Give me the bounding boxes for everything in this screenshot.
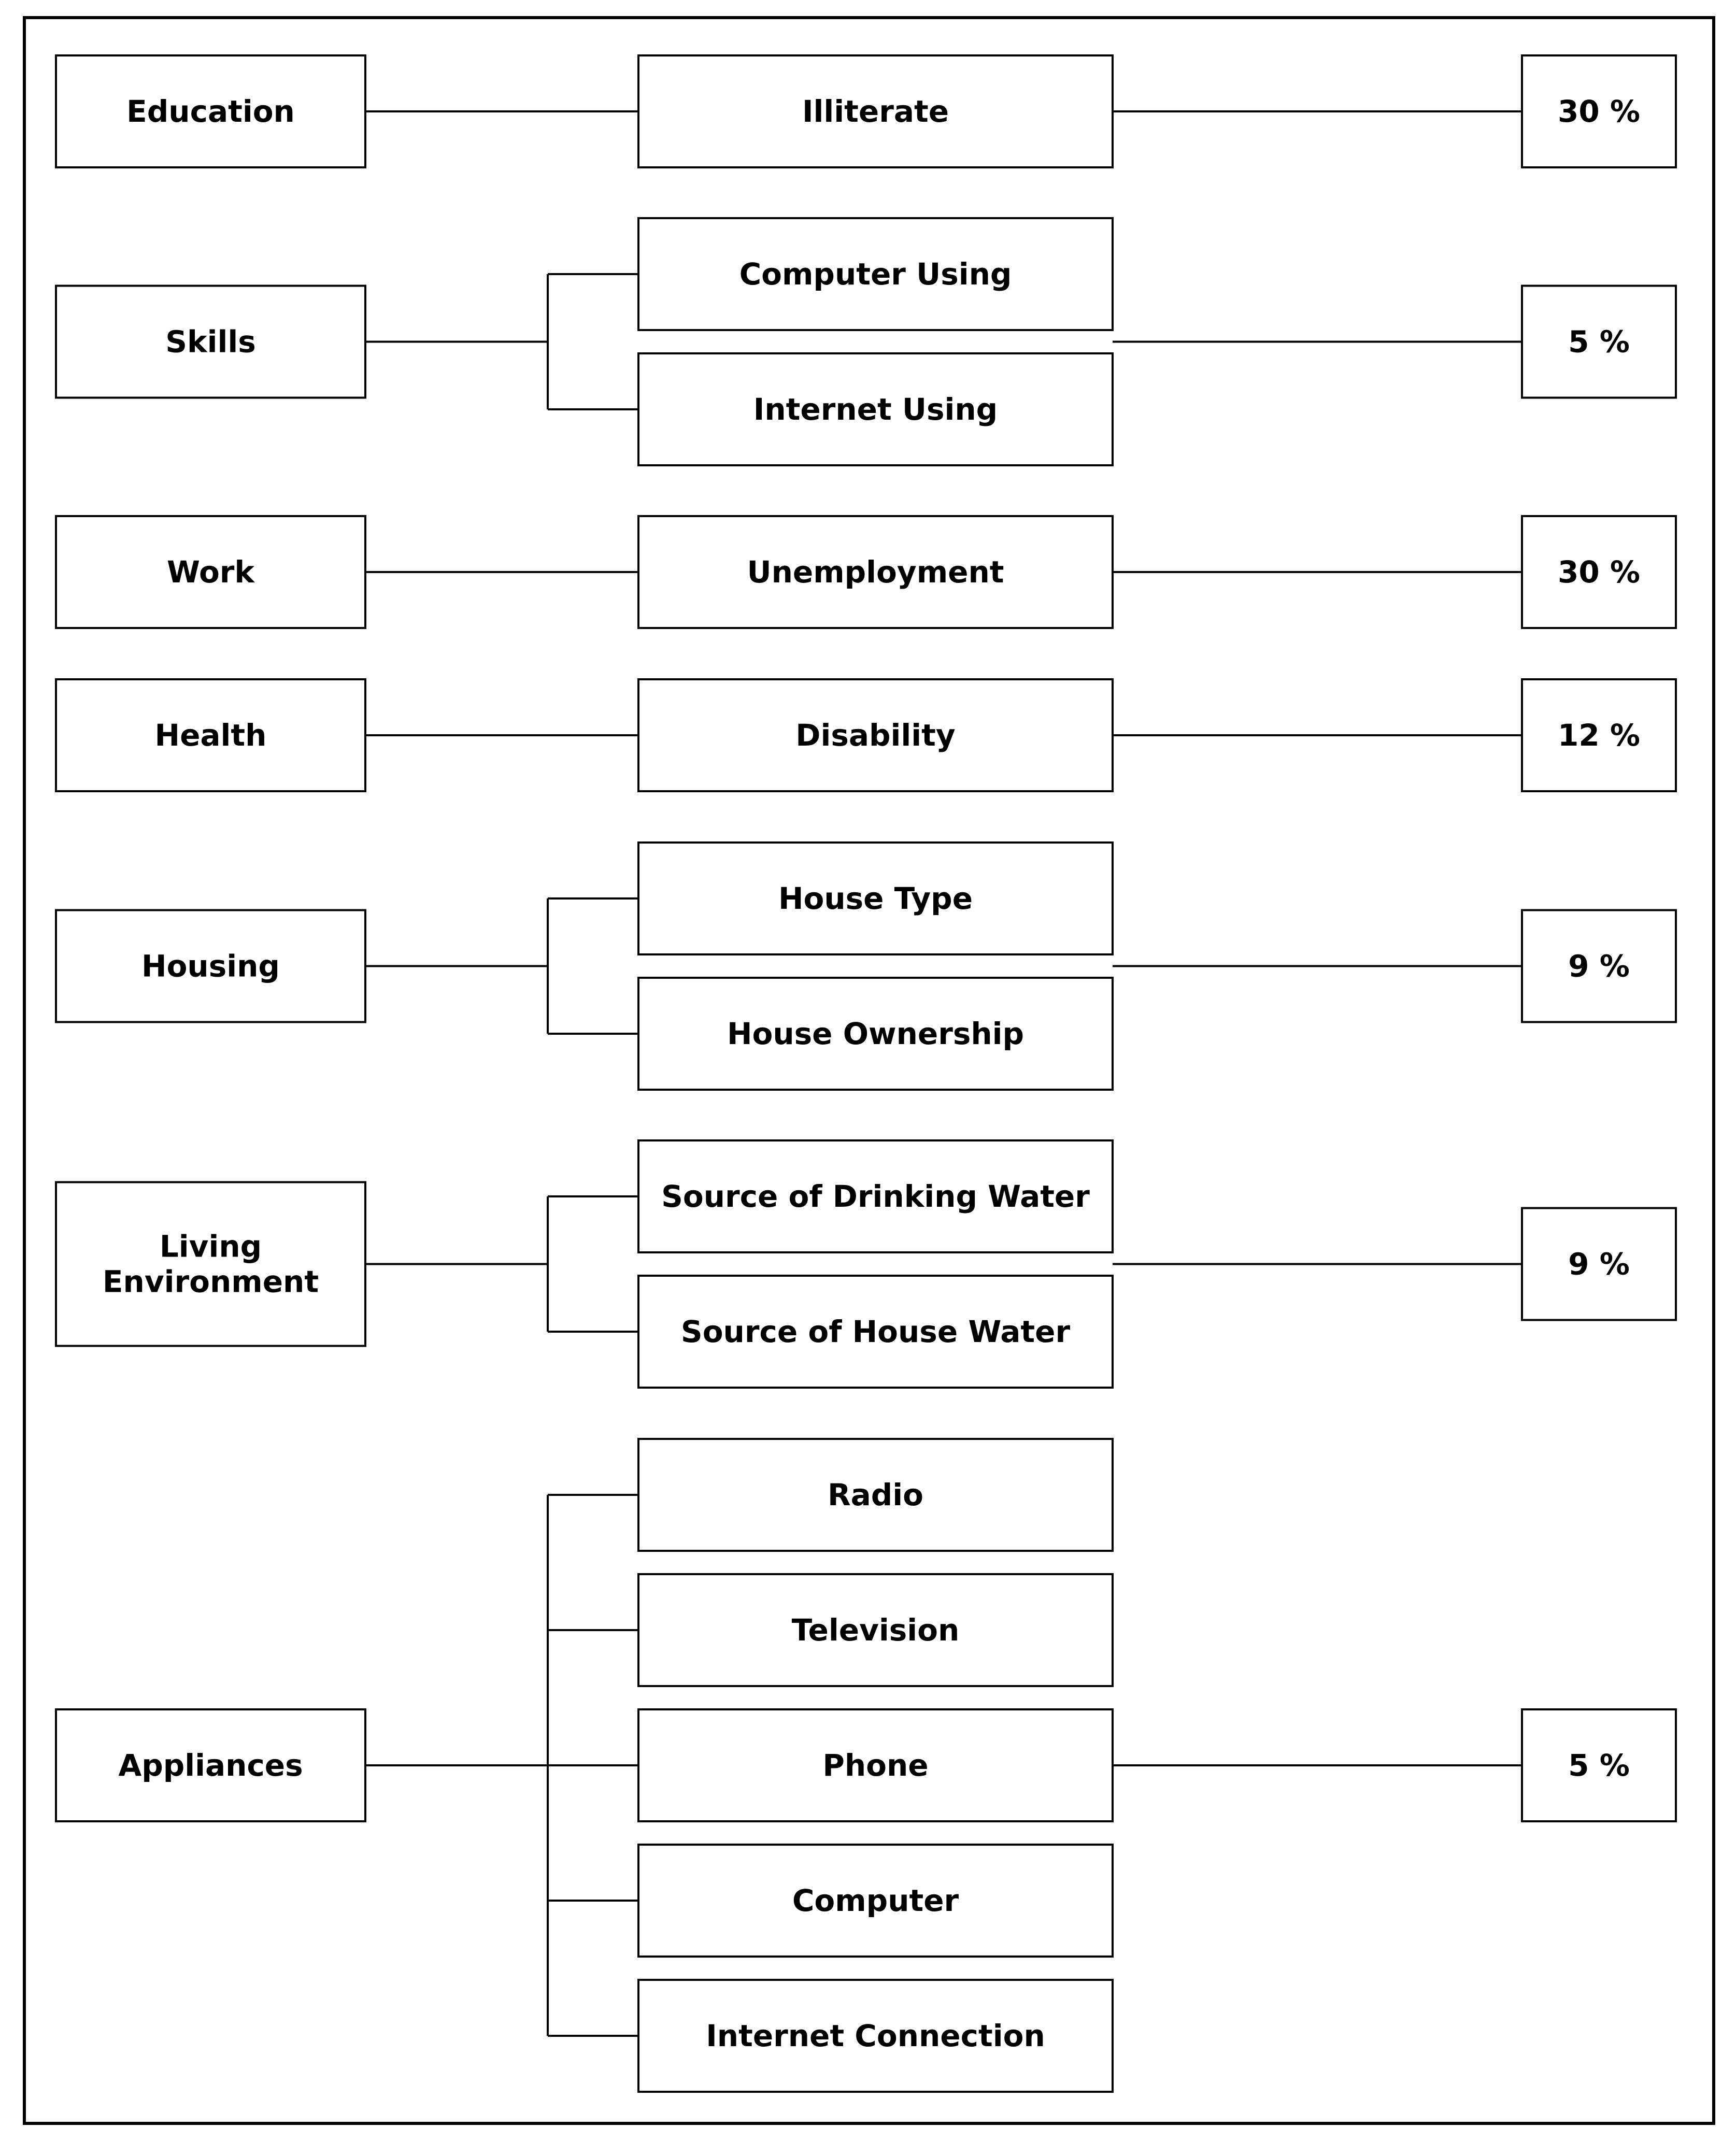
indicator-box-rect <box>637 1139 1114 1253</box>
indicator-box: Phone <box>637 1708 1114 1822</box>
weight-box-rect <box>1521 678 1677 792</box>
indicator-box-rect <box>637 1275 1114 1389</box>
category-box-rect <box>55 515 366 629</box>
category-box-label: Appliances <box>118 1748 303 1783</box>
indicator-box: Source of Drinking Water <box>637 1139 1114 1253</box>
indicator-box-rect <box>637 352 1114 466</box>
indicator-box-label: Computer Using <box>739 256 1012 292</box>
indicator-box: Internet Connection <box>637 1979 1114 2093</box>
indicator-box-rect <box>637 54 1114 168</box>
category-box-label: Environment <box>103 1264 319 1300</box>
indicator-box-rect <box>637 977 1114 1091</box>
weight-box-label: 5 % <box>1568 324 1630 360</box>
indicator-box-rect <box>637 1844 1114 1958</box>
category-box-label: Skills <box>165 324 256 360</box>
indicator-box-label: Source of Drinking Water <box>661 1179 1090 1214</box>
indicator-box: Unemployment <box>637 515 1114 629</box>
indicator-box: House Type <box>637 841 1114 955</box>
weight-box: 30 % <box>1521 54 1677 168</box>
category-box: Education <box>55 54 366 168</box>
indicator-box-rect <box>637 1708 1114 1822</box>
weight-box: 5 % <box>1521 284 1677 399</box>
category-box-label: Housing <box>141 949 280 984</box>
indicator-box: Computer Using <box>637 217 1114 331</box>
indicator-box: Television <box>637 1573 1114 1687</box>
weight-box: 9 % <box>1521 1207 1677 1321</box>
weight-box-label: 9 % <box>1568 949 1630 984</box>
indicator-box-label: Illiterate <box>802 94 949 129</box>
weight-box-rect <box>1521 1708 1677 1822</box>
category-box: Skills <box>55 284 366 399</box>
category-box-rect <box>55 54 366 168</box>
category-box-rect <box>55 909 366 1023</box>
indicator-box-rect <box>637 1438 1114 1552</box>
indicator-box-label: Unemployment <box>747 554 1004 590</box>
category-box-label: Health <box>155 718 267 753</box>
indicator-box-label: Television <box>792 1612 960 1648</box>
weight-box-rect <box>1521 54 1677 168</box>
indicator-box-label: Internet Connection <box>706 2018 1045 2053</box>
category-box-label: Education <box>126 94 295 129</box>
indicator-box: Computer <box>637 1844 1114 1958</box>
category-box: Work <box>55 515 366 629</box>
weight-box-rect <box>1521 284 1677 399</box>
indicator-box: House Ownership <box>637 977 1114 1091</box>
weight-box-label: 5 % <box>1568 1748 1630 1783</box>
category-box-rect <box>55 678 366 792</box>
indicator-box: Disability <box>637 678 1114 792</box>
category-box-label: Living <box>160 1229 262 1264</box>
category-box: Housing <box>55 909 366 1023</box>
category-box: Health <box>55 678 366 792</box>
category-box-label: Work <box>167 554 255 590</box>
weight-box-rect <box>1521 1207 1677 1321</box>
weight-box: 5 % <box>1521 1708 1677 1822</box>
weight-box-label: 9 % <box>1568 1247 1630 1282</box>
weight-box-label: 12 % <box>1558 718 1640 753</box>
category-box-rect <box>55 284 366 399</box>
indicator-box-label: Phone <box>822 1748 928 1783</box>
weight-box-label: 30 % <box>1558 554 1640 590</box>
indicator-box-rect <box>637 515 1114 629</box>
indicator-box-label: House Type <box>778 881 973 916</box>
indicator-box: Internet Using <box>637 352 1114 466</box>
indicator-box-rect <box>637 841 1114 955</box>
indicator-box-label: Internet Using <box>753 392 998 427</box>
indicator-box: Source of House Water <box>637 1275 1114 1389</box>
weight-box-label: 30 % <box>1558 94 1640 129</box>
indicator-box-rect <box>637 678 1114 792</box>
indicator-box-label: Disability <box>795 718 955 753</box>
indicator-box-label: Source of House Water <box>681 1314 1071 1349</box>
weight-box-rect <box>1521 909 1677 1023</box>
diagram-frame <box>23 16 1715 2125</box>
indicator-box-rect <box>637 1573 1114 1687</box>
indicator-box-rect <box>637 217 1114 331</box>
weight-box: 9 % <box>1521 909 1677 1023</box>
indicator-box-label: House Ownership <box>727 1016 1024 1051</box>
indicator-box: Illiterate <box>637 54 1114 168</box>
indicator-box-label: Radio <box>828 1477 923 1512</box>
indicator-box: Radio <box>637 1438 1114 1552</box>
indicator-box-label: Computer <box>792 1883 959 1918</box>
weight-box: 30 % <box>1521 515 1677 629</box>
category-box: Appliances <box>55 1708 366 1822</box>
weight-box: 12 % <box>1521 678 1677 792</box>
